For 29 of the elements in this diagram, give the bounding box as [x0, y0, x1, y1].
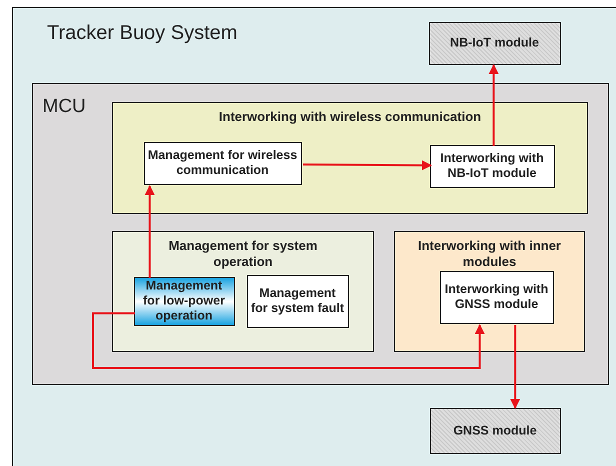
group-heading: Interworking with inner modules [416, 238, 562, 270]
process-box [440, 270, 554, 324]
process-box [246, 274, 348, 328]
box-label: Interworking with GNSS module [444, 282, 550, 312]
process-box [430, 144, 554, 188]
box-label: Management for wireless communication [146, 148, 298, 178]
container-title: MCU [42, 96, 86, 118]
group-panel [112, 102, 588, 214]
module-box [430, 408, 560, 454]
group-panel [394, 231, 585, 352]
box-label: Interworking with NB-IoT module [439, 151, 545, 181]
arrow [92, 312, 485, 369]
arrow [303, 160, 432, 170]
group-heading: Interworking with wireless communication [218, 109, 482, 125]
box-label: Management for low-power operation [142, 278, 226, 324]
process-box [144, 142, 302, 184]
group-panel [112, 231, 374, 352]
box-label: Management for system fault [250, 286, 346, 316]
group-heading: Management for system operation [168, 238, 318, 270]
arrow [144, 185, 155, 278]
arrow [488, 64, 499, 146]
box-label: NB-IoT module [449, 36, 540, 50]
mcu-container [32, 82, 608, 384]
arrow [510, 325, 520, 409]
module-box [428, 22, 560, 64]
system-container [12, 7, 616, 466]
process-box [134, 276, 234, 326]
box-label: GNSS module [452, 423, 538, 438]
container-title: Tracker Buoy System [47, 22, 238, 45]
